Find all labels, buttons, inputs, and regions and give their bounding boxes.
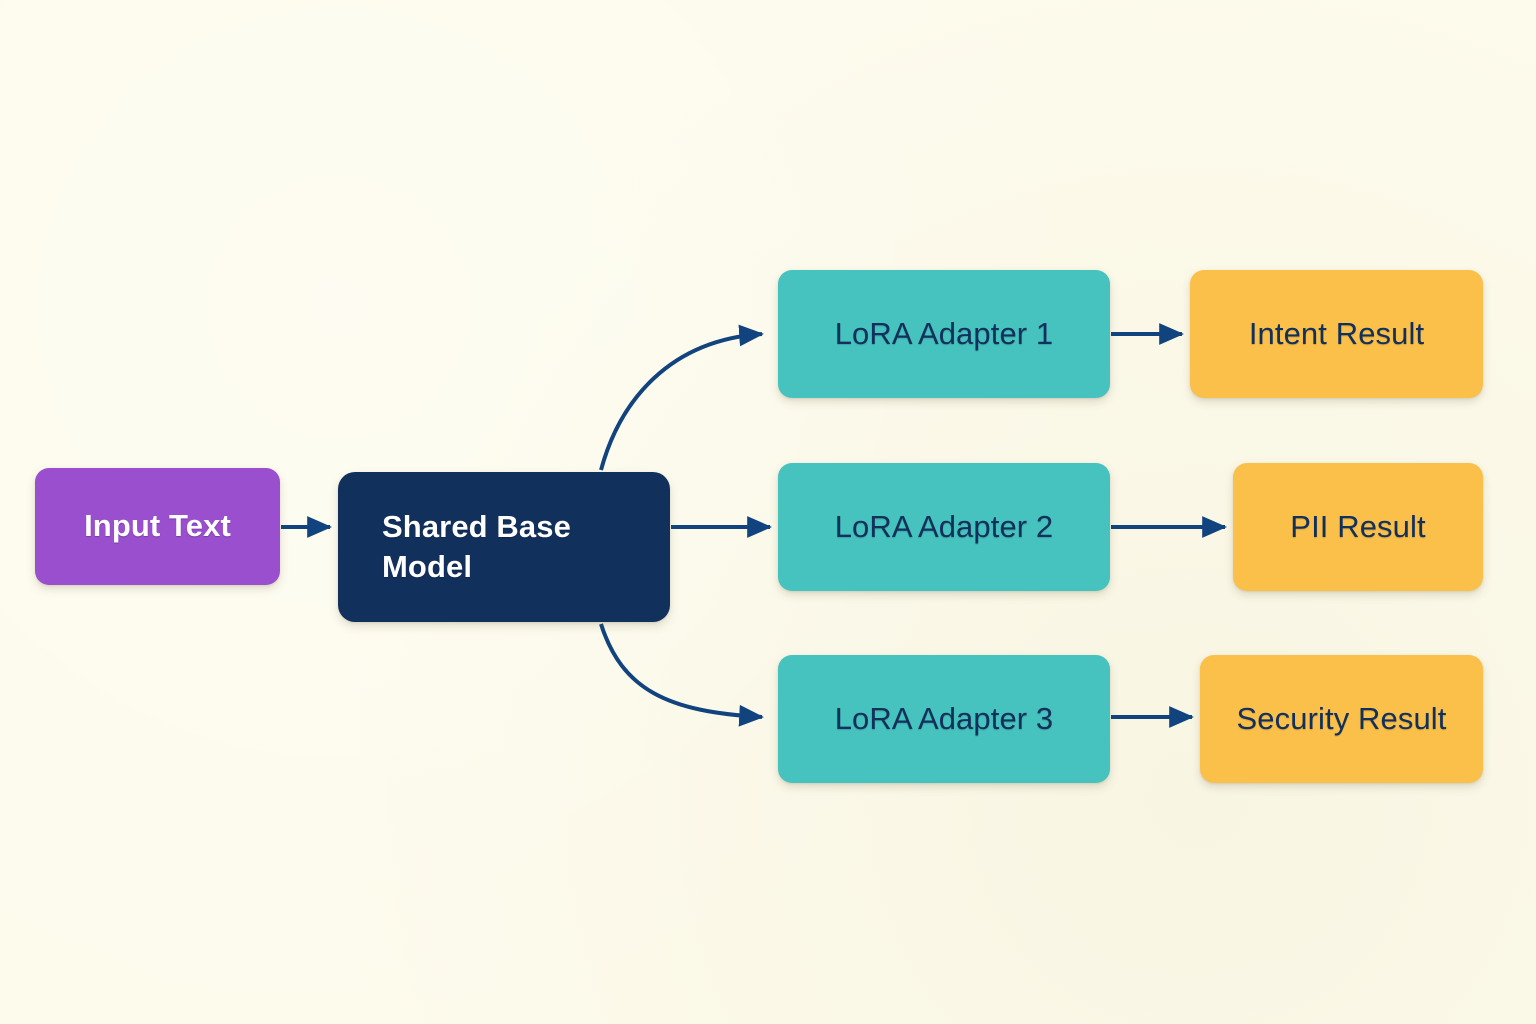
node-security-result-label: Security Result [1236, 700, 1447, 736]
node-shared-base-model[interactable]: Shared Base Model [338, 472, 670, 622]
edge-base-to-adapter-1 [599, 324, 764, 471]
node-input-text[interactable]: Input Text [35, 468, 280, 585]
node-lora-adapter-3[interactable]: LoRA Adapter 3 [778, 655, 1110, 783]
node-pii-result-label: PII Result [1290, 508, 1426, 544]
node-lora-adapter-2[interactable]: LoRA Adapter 2 [778, 463, 1110, 591]
node-lora-adapter-3-label: LoRA Adapter 3 [834, 700, 1054, 736]
node-input-text-label: Input Text [84, 508, 231, 544]
node-intent-result-label: Intent Result [1248, 315, 1425, 351]
node-lora-adapter-2-label: LoRA Adapter 2 [834, 508, 1054, 544]
node-intent-result[interactable]: Intent Result [1190, 270, 1483, 398]
node-pii-result[interactable]: PII Result [1233, 463, 1483, 591]
node-lora-adapter-1[interactable]: LoRA Adapter 1 [778, 270, 1110, 398]
node-security-result[interactable]: Security Result [1200, 655, 1483, 783]
node-lora-adapter-1-label: LoRA Adapter 1 [834, 315, 1054, 351]
node-shared-base-model-label: Shared Base Model [382, 508, 571, 584]
edge-base-to-adapter-3 [599, 623, 764, 727]
